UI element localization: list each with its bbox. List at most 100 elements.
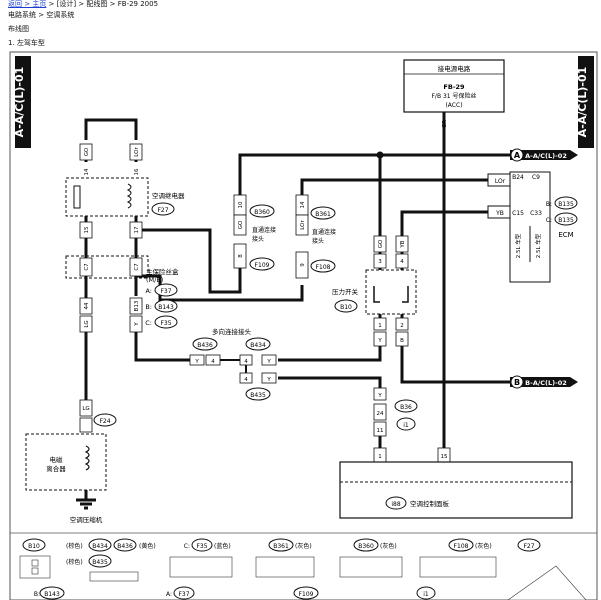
ecm-col1: 2.5L 车型 bbox=[514, 233, 522, 258]
joint2-label1: 直通连接 bbox=[312, 228, 336, 236]
fuse-box-title: 接电源电路 bbox=[438, 64, 471, 73]
joint2-bot-conn: F108 bbox=[316, 264, 331, 271]
pin-2: 2 bbox=[400, 323, 404, 329]
legend-c-prefix: C: bbox=[184, 543, 190, 550]
joint2-top-conn: B361 bbox=[315, 211, 331, 218]
conn-b36: B36 bbox=[400, 404, 412, 411]
clutch-label1: 电磁 bbox=[50, 455, 64, 464]
ecm-col2: 2.5L 车型 bbox=[534, 233, 542, 258]
legend-gray-b: (灰色) bbox=[380, 542, 397, 550]
pin-15: 15 bbox=[84, 226, 90, 233]
legend-b-prefix: B: bbox=[34, 591, 40, 598]
legend-brown2: (棕色) bbox=[66, 558, 83, 566]
pin-16: 16 bbox=[134, 168, 140, 175]
multi-conn-c: B435 bbox=[250, 392, 266, 399]
ref-a-label: A-A/C(L)-02 bbox=[525, 152, 567, 160]
ecm-b-prefix: B: bbox=[546, 201, 552, 208]
wire-go-j1: GO bbox=[238, 220, 244, 229]
wire-yb-ps: YB bbox=[400, 240, 406, 248]
mb-a-conn: F37 bbox=[160, 288, 171, 295]
wire-y-mb: Y bbox=[134, 322, 140, 327]
wire-b-ps: B bbox=[400, 338, 404, 344]
legend-yellow: (黄色) bbox=[139, 542, 156, 550]
pin-9: 9 bbox=[300, 263, 306, 267]
mb-sub: (M/B) bbox=[146, 276, 163, 284]
panel-conn: i88 bbox=[391, 501, 400, 508]
multi-conn-a: B436 bbox=[197, 342, 213, 349]
ref-b-marker bbox=[510, 375, 524, 389]
category-path: 电路系统 > 空调系统 bbox=[8, 11, 75, 19]
ref-a-marker bbox=[510, 148, 524, 162]
wire-lg-mb: LG bbox=[84, 320, 90, 327]
legend-b434: B434 bbox=[92, 543, 108, 550]
multi-pin-c: 4 bbox=[244, 377, 248, 383]
legend-b360: B360 bbox=[358, 543, 374, 550]
breadcrumb-home-link[interactable]: 返回 > 主页 bbox=[8, 0, 47, 8]
pin-8: 8 bbox=[238, 254, 244, 258]
ecm-pin-c9: C9 bbox=[532, 174, 540, 181]
mb-b-conn: B143 bbox=[158, 304, 174, 311]
diagram-frame bbox=[9, 51, 598, 600]
pin-17: 17 bbox=[134, 226, 140, 233]
ecm-c-prefix: C: bbox=[546, 217, 552, 224]
legend-gray-c: (灰色) bbox=[475, 542, 492, 550]
joint2-label2: 接头 bbox=[312, 237, 324, 245]
relay-label: 空调继电器 bbox=[152, 191, 185, 200]
ecm-pin-c15: C15 bbox=[512, 210, 524, 217]
wire-y-b36: Y bbox=[377, 393, 382, 399]
ecm-c-conn: B135 bbox=[558, 217, 574, 224]
pswitch-conn: B10 bbox=[340, 304, 352, 311]
legend-gray-a: (灰色) bbox=[295, 542, 312, 550]
legend-f37: F37 bbox=[178, 591, 189, 598]
joint1-label2: 接头 bbox=[252, 235, 264, 243]
pin-14b: 14 bbox=[300, 201, 306, 208]
pin-11: 11 bbox=[377, 428, 384, 434]
ref-b-label: B-A/C(L)-02 bbox=[525, 379, 567, 387]
section-title: 布线图 bbox=[8, 25, 29, 33]
ac-control-panel bbox=[339, 461, 573, 519]
ref-a-letter: A bbox=[514, 151, 521, 160]
legend-b10: B10 bbox=[28, 543, 40, 550]
legend-f108: F108 bbox=[454, 543, 469, 550]
pin-3: 3 bbox=[378, 259, 382, 265]
wire-lor-j2: LOr bbox=[300, 220, 306, 230]
subsection-title: 1. 左驾车型 bbox=[8, 39, 45, 47]
wire-y-ma: Y bbox=[194, 359, 199, 365]
joint1-top-conn: B360 bbox=[254, 209, 270, 216]
legend-f35: F35 bbox=[196, 543, 207, 550]
wire-lg-f24: LG bbox=[82, 406, 89, 412]
pin-14a: 14 bbox=[84, 168, 90, 175]
joint1-bot-conn: F109 bbox=[255, 262, 270, 269]
conn-i1: i1 bbox=[403, 422, 409, 429]
compressor-label: 空调压缩机 bbox=[70, 515, 103, 524]
side-title-left: A-A/C(L)-01 bbox=[13, 67, 26, 138]
breadcrumb-rest: > [设计] > 配线图 > FB-29 2005 bbox=[46, 0, 159, 8]
multi-label: 多向连接接头 bbox=[212, 327, 252, 336]
pin-24: 24 bbox=[377, 411, 384, 417]
wire-lor-top: LOr bbox=[134, 147, 140, 157]
legend-b361: B361 bbox=[273, 543, 289, 550]
legend-f27: F27 bbox=[523, 543, 534, 550]
joint1-label1: 直通连接 bbox=[252, 226, 276, 234]
relay-conn: F27 bbox=[157, 207, 168, 214]
ecm-b-conn: B135 bbox=[558, 201, 574, 208]
mb-a-prefix: A: bbox=[145, 287, 152, 295]
conn-f24: F24 bbox=[99, 418, 110, 425]
legend-a-prefix: A: bbox=[166, 591, 172, 598]
multi-pin-b: 4 bbox=[244, 359, 248, 365]
legend-brown: (棕色) bbox=[66, 542, 83, 550]
connector-face-grids bbox=[19, 555, 587, 600]
pin-b13: B13 bbox=[134, 300, 140, 311]
multi-conn-b: B434 bbox=[250, 342, 266, 349]
pin-10: 10 bbox=[238, 201, 244, 208]
ecm-wire1: LOr bbox=[495, 178, 506, 185]
panel-label: 空调控制面板 bbox=[410, 499, 450, 508]
wire-y-mb2: Y bbox=[266, 359, 271, 365]
ecm-wire2: YB bbox=[495, 210, 504, 217]
wire-y-ps: Y bbox=[377, 338, 382, 344]
multi-pin-a: 4 bbox=[211, 359, 215, 365]
fuse-box-line2: F/B 31 号保险丝 bbox=[431, 92, 476, 100]
mb-c-prefix: C: bbox=[145, 319, 152, 327]
mb-b-prefix: B: bbox=[145, 303, 152, 311]
